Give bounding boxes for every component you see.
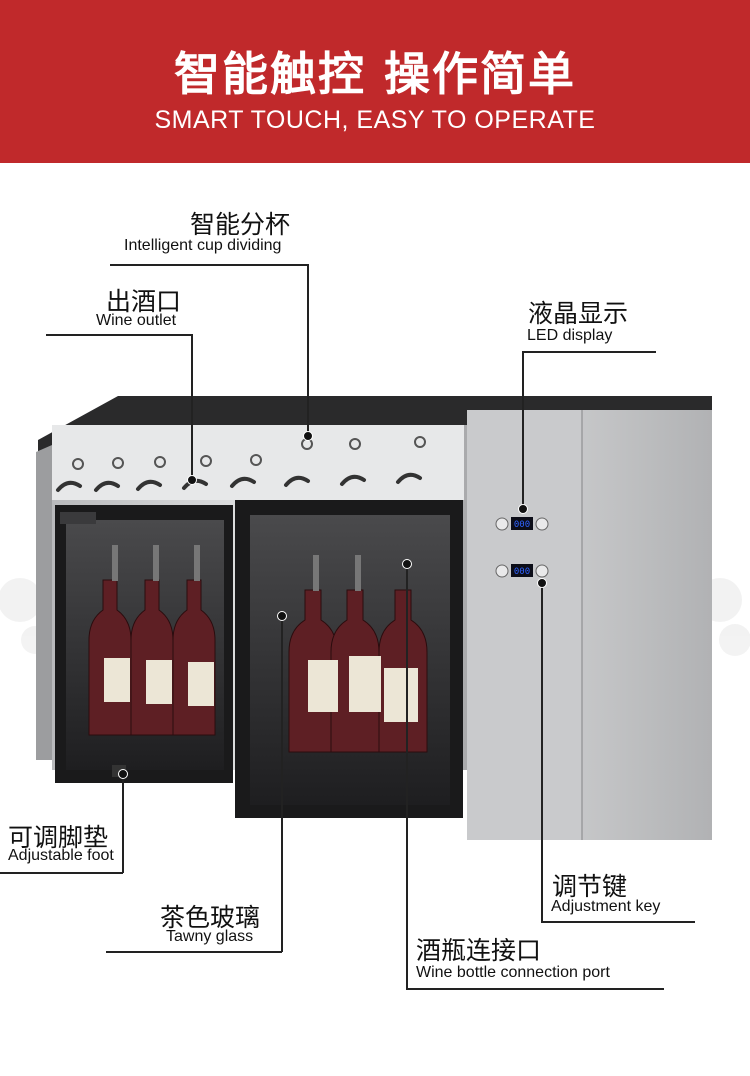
leader-dot bbox=[303, 431, 313, 441]
label-bottle-port-cn: 酒瓶连接口 bbox=[416, 936, 542, 965]
leader-dot bbox=[518, 504, 528, 514]
leader-dot bbox=[187, 475, 197, 485]
label-adjustment-key-en: Adjustment key bbox=[551, 898, 661, 915]
svg-text:000: 000 bbox=[514, 520, 530, 530]
leader-line bbox=[522, 351, 656, 353]
leader-line bbox=[406, 563, 408, 989]
label-led-display-en: LED display bbox=[527, 327, 613, 344]
label-adjustment-key-cn: 调节键 bbox=[552, 872, 628, 901]
label-wine-outlet-cn: 出酒口 bbox=[106, 287, 182, 316]
leader-line bbox=[406, 988, 664, 990]
leader-dot bbox=[402, 559, 412, 569]
leader-line bbox=[307, 264, 309, 436]
label-bottle-port-en: Wine bottle connection port bbox=[416, 964, 610, 981]
leader-dot bbox=[118, 769, 128, 779]
leader-line bbox=[522, 351, 524, 508]
leader-dot bbox=[537, 578, 547, 588]
label-tawny-glass-cn: 茶色玻璃 bbox=[160, 903, 261, 932]
leader-line bbox=[281, 615, 283, 952]
label-wine-outlet-en: Wine outlet bbox=[96, 312, 177, 329]
leader-line bbox=[110, 264, 308, 266]
label-adjustable-foot-cn: 可调脚垫 bbox=[8, 823, 109, 852]
leader-line bbox=[541, 582, 543, 922]
label-cup-dividing-en: Intelligent cup dividing bbox=[124, 237, 282, 254]
leader-line bbox=[191, 334, 193, 479]
leader-line bbox=[122, 773, 124, 873]
header-banner: 智能触控 操作简单 SMART TOUCH, EASY TO OPERATE bbox=[0, 0, 750, 163]
label-led-display-cn: 液晶显示 bbox=[528, 299, 629, 328]
label-adjustable-foot-en: Adjustable foot bbox=[8, 847, 114, 864]
banner-subtitle: SMART TOUCH, EASY TO OPERATE bbox=[154, 106, 596, 134]
leader-line bbox=[46, 334, 192, 336]
wine-dispenser-image: 000 000 bbox=[0, 396, 750, 840]
banner-title: 智能触控 操作简单 bbox=[173, 47, 576, 101]
svg-text:000: 000 bbox=[514, 567, 530, 577]
leader-line bbox=[106, 951, 282, 953]
leader-dot bbox=[277, 611, 287, 621]
leader-line bbox=[0, 872, 123, 874]
label-cup-dividing-cn: 智能分杯 bbox=[190, 210, 291, 239]
label-tawny-glass-en: Tawny glass bbox=[166, 928, 254, 945]
leader-line bbox=[541, 921, 695, 923]
